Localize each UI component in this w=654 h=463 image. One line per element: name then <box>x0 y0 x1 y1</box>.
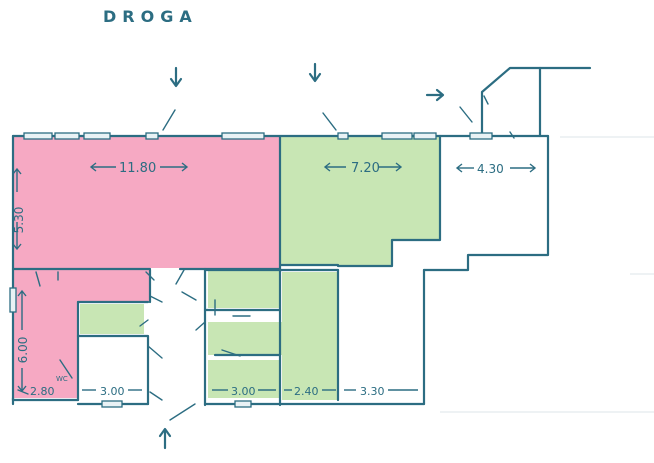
dim-green-width: 7.20 <box>351 161 380 176</box>
windows <box>9 132 493 408</box>
pink-zone <box>13 137 279 398</box>
dim-right-width: 4.30 <box>477 162 504 176</box>
entrance-arrow-bottom <box>158 403 196 450</box>
door-marks <box>17 95 515 401</box>
wc-label: WC <box>56 375 68 383</box>
dim-pink-height: 5.30 <box>12 207 26 234</box>
dim-green-bottom: 3.00 <box>231 385 256 398</box>
dim-mid-bottom: 3.00 <box>100 385 125 398</box>
dim-pink-width: 11.80 <box>119 161 156 176</box>
dim-right-bottom: 3.30 <box>360 385 385 398</box>
dim-left-height: 6.00 <box>16 337 30 364</box>
entrance-arrow-left <box>162 66 183 131</box>
dim-left-bottom: 2.80 <box>30 385 55 398</box>
green-zone <box>80 137 440 400</box>
title-text: DROGA <box>103 7 198 26</box>
dim-stair-bottom: 2.40 <box>294 385 319 398</box>
paper-lines <box>440 136 654 413</box>
entrance-arrow-mid <box>308 62 337 131</box>
dim-arrows <box>12 162 537 393</box>
entrance-arrow-right <box>425 88 473 123</box>
